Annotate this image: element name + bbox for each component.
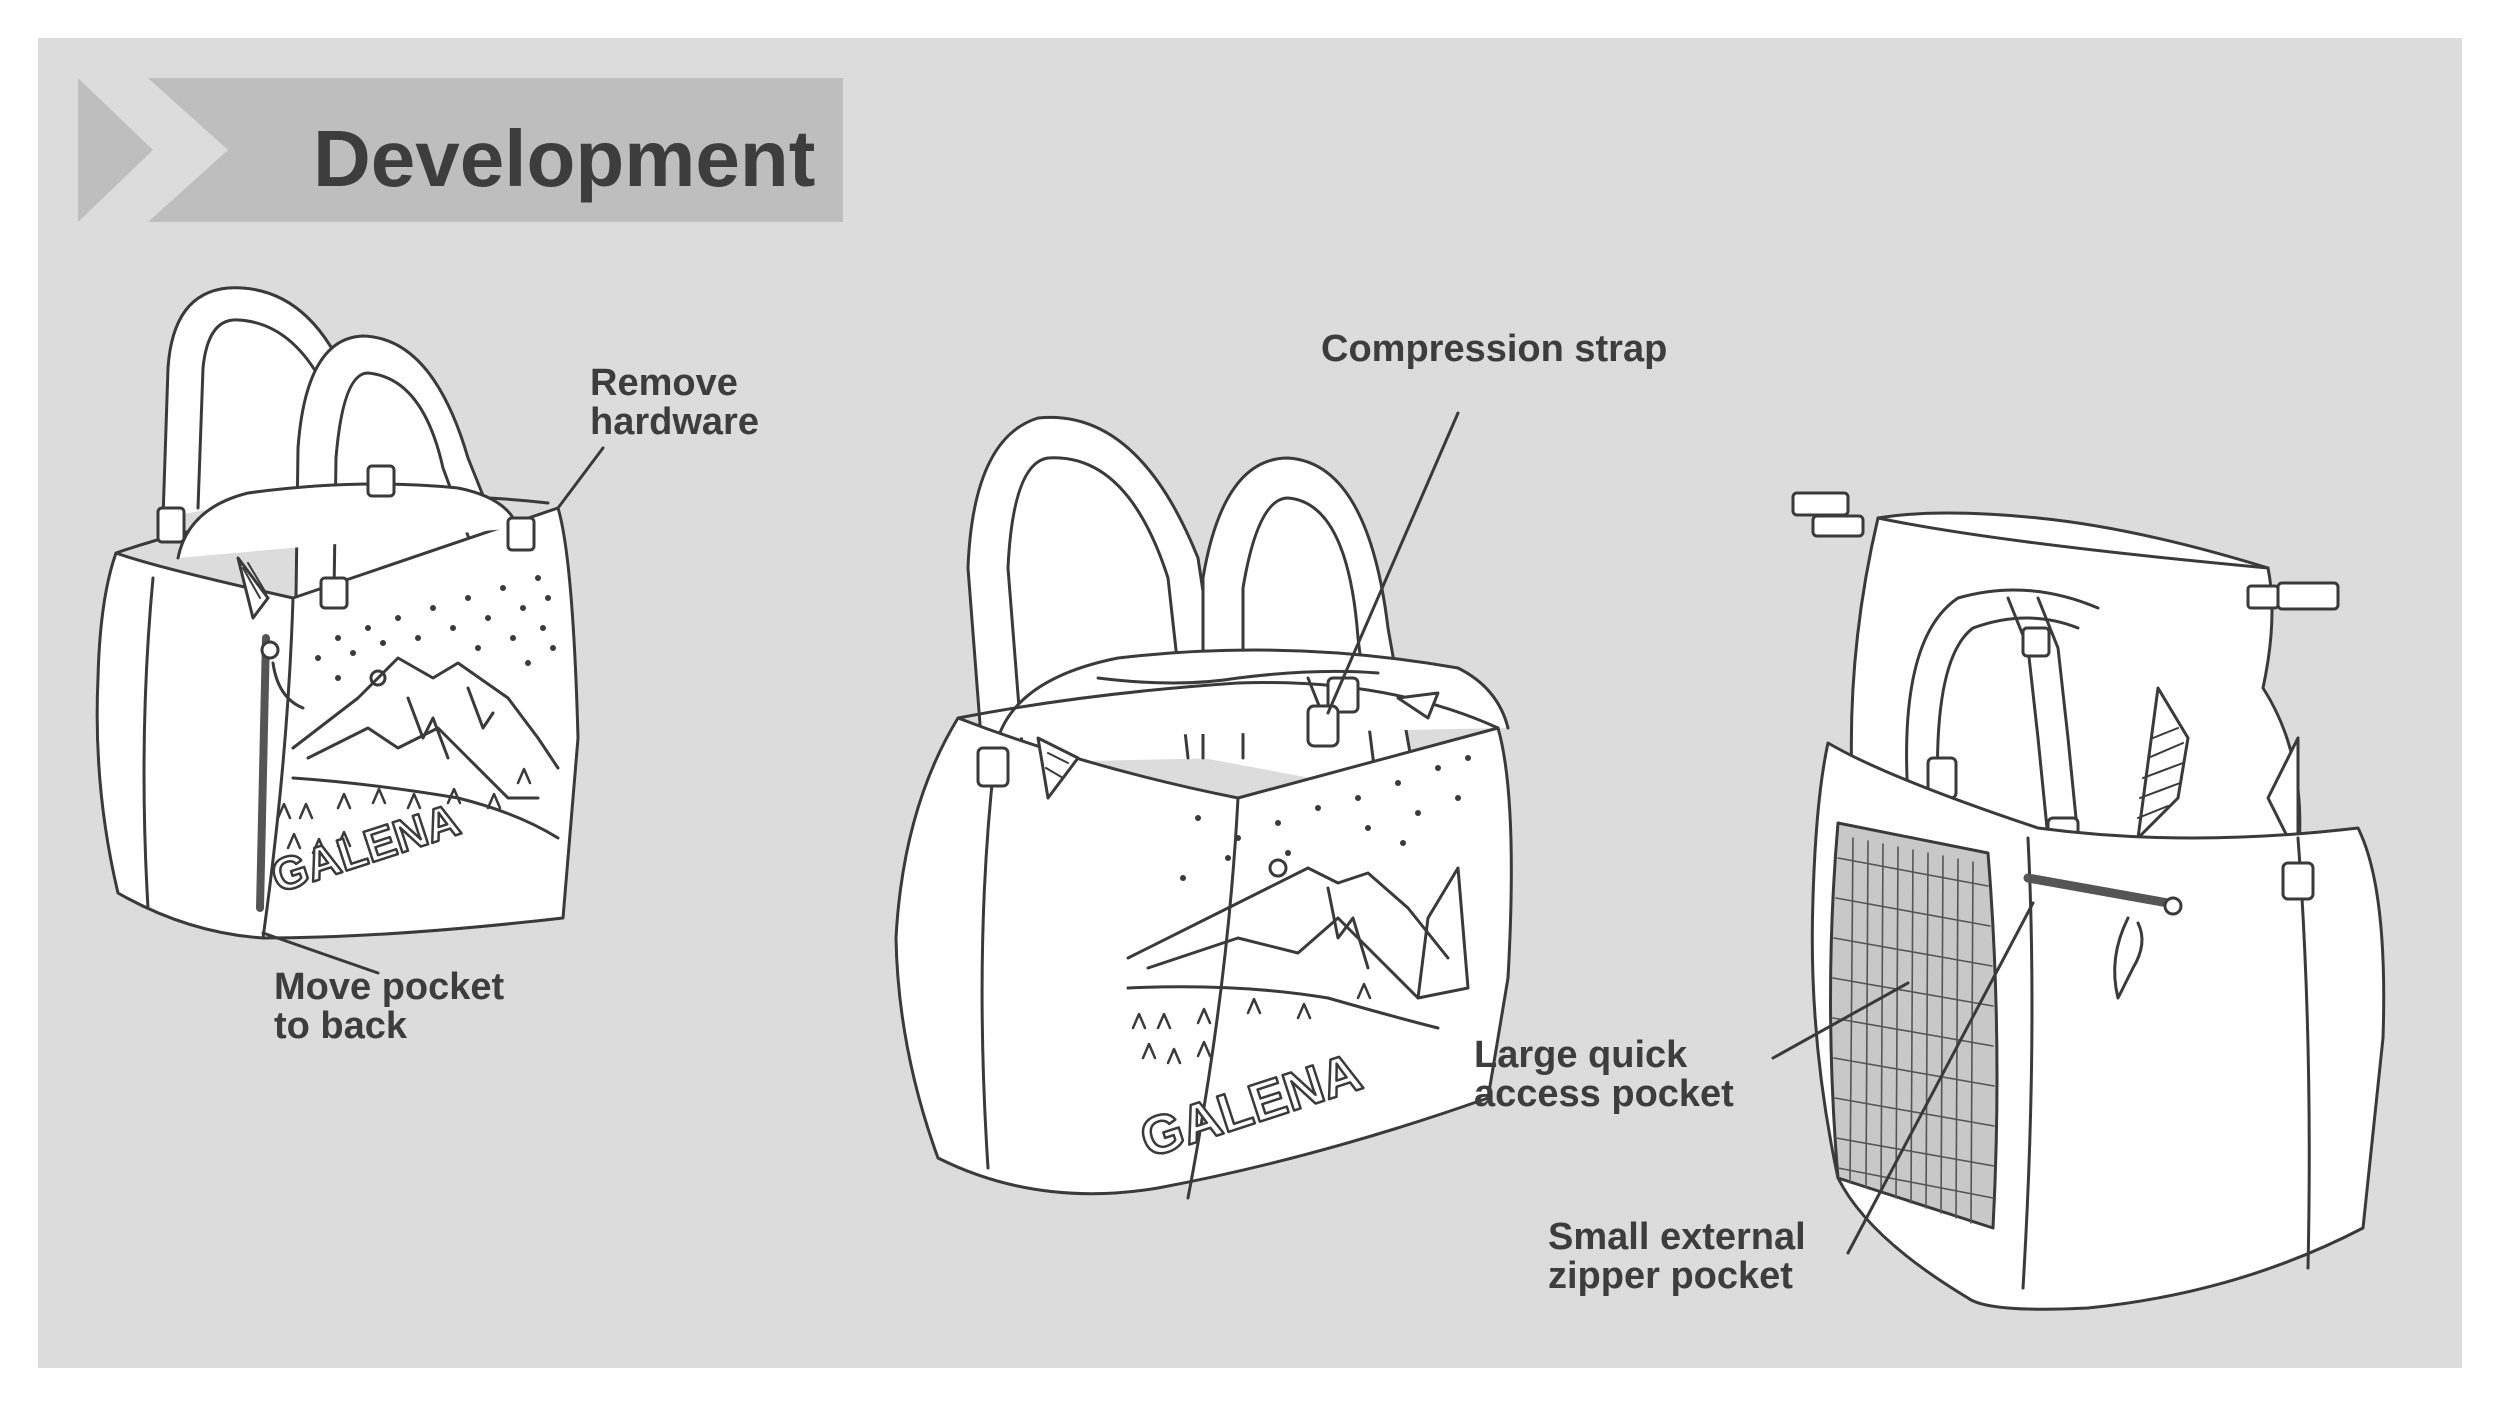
chevron-arrow-icon [78, 78, 843, 222]
bag-sketch-2: GALENA [894, 411, 1513, 1200]
annotation-line: Move pocket [274, 966, 505, 1008]
annotation-line: Compression strap [1321, 328, 1668, 370]
annotation-line: zipper pocket [1548, 1255, 1793, 1297]
annotation-small-zipper-pocket: Small external zipper pocket [1548, 1218, 1806, 1296]
annotation-line: Small external [1548, 1216, 1806, 1258]
annotation-line: Remove [590, 362, 738, 404]
annotation-compression-strap: Compression strap [1321, 330, 1667, 369]
annotation-move-pocket: Move pocket to back [274, 968, 504, 1046]
bag-sketch-1: GALENA [95, 286, 605, 975]
bag-sketch-3 [1771, 491, 2386, 1311]
slide-canvas: Development [38, 38, 2462, 1368]
annotation-line: to back [274, 1005, 408, 1047]
title-banner: Development [78, 78, 843, 222]
annotation-remove-hardware: Remove hardware [590, 364, 759, 442]
annotation-large-pocket: Large quick access pocket [1474, 1036, 1734, 1114]
annotation-line: Large quick [1474, 1034, 1688, 1076]
bag-sketches: GALENA [95, 286, 2386, 1311]
annotation-line: access pocket [1474, 1073, 1734, 1115]
page-title: Development [313, 114, 816, 203]
annotation-line: hardware [590, 401, 759, 443]
